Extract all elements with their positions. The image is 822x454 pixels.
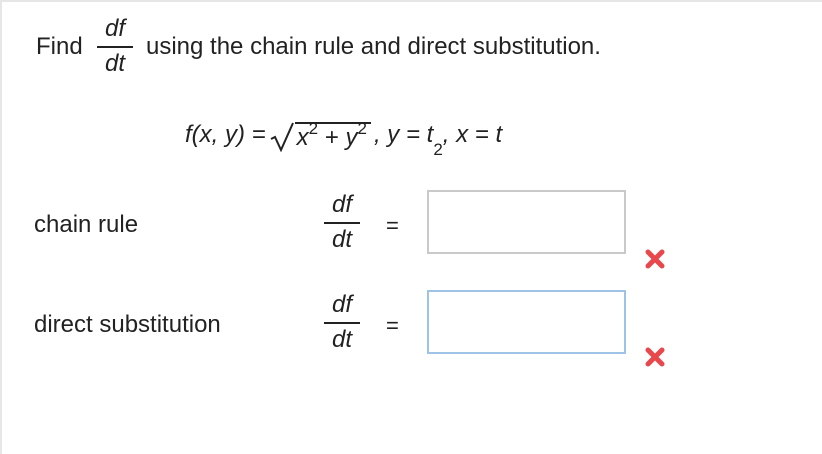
square-root: x2 + y2 [269, 119, 371, 152]
equation-lhs: f(x, y) = [185, 121, 266, 148]
direct-substitution-fraction-denominator: dt [331, 326, 352, 353]
incorrect-x-icon [645, 347, 665, 367]
direct-substitution-fraction-bar [324, 322, 360, 324]
chain-rule-fraction-denominator: dt [331, 226, 352, 253]
frame-top-border [0, 0, 822, 2]
find-label: Find [36, 33, 83, 60]
direct-substitution-fraction-numerator: df [331, 291, 352, 318]
equation-x-definition: , x = t [442, 121, 503, 148]
equation-y-definition: , y = t [373, 121, 434, 148]
prompt-fraction-bar [97, 46, 133, 48]
prompt-fraction: df dt [93, 16, 137, 77]
function-definition: f(x, y) = x2 + y2 , y = t 2 , x = t [185, 119, 503, 159]
radicand-x-exponent: 2 [308, 119, 319, 138]
chain-rule-label: chain rule [34, 211, 139, 238]
radicand-y-exponent: 2 [357, 119, 367, 138]
radicand-y: y [345, 124, 358, 151]
radicand: x2 + y2 [294, 119, 371, 152]
radical-sign-icon [270, 122, 294, 152]
direct-substitution-answer-input[interactable] [427, 290, 626, 354]
chain-rule-fraction-numerator: df [331, 191, 352, 218]
frame-left-border [0, 0, 2, 454]
radicand-x: x [296, 124, 309, 151]
chain-rule-answer-input[interactable] [427, 190, 626, 254]
direct-substitution-fraction: df dt [320, 292, 364, 353]
direct-substitution-label: direct substitution [34, 311, 221, 338]
prompt-fraction-numerator: df [104, 15, 125, 42]
direct-substitution-equals: = [386, 313, 399, 338]
instruction-text: using the chain rule and direct substitu… [146, 33, 601, 60]
chain-rule-fraction: df dt [320, 192, 364, 253]
prompt-fraction-denominator: dt [104, 50, 125, 77]
chain-rule-fraction-bar [324, 222, 360, 224]
chain-rule-equals: = [386, 213, 399, 238]
radicand-plus: + [324, 124, 339, 151]
incorrect-x-icon [645, 249, 665, 269]
